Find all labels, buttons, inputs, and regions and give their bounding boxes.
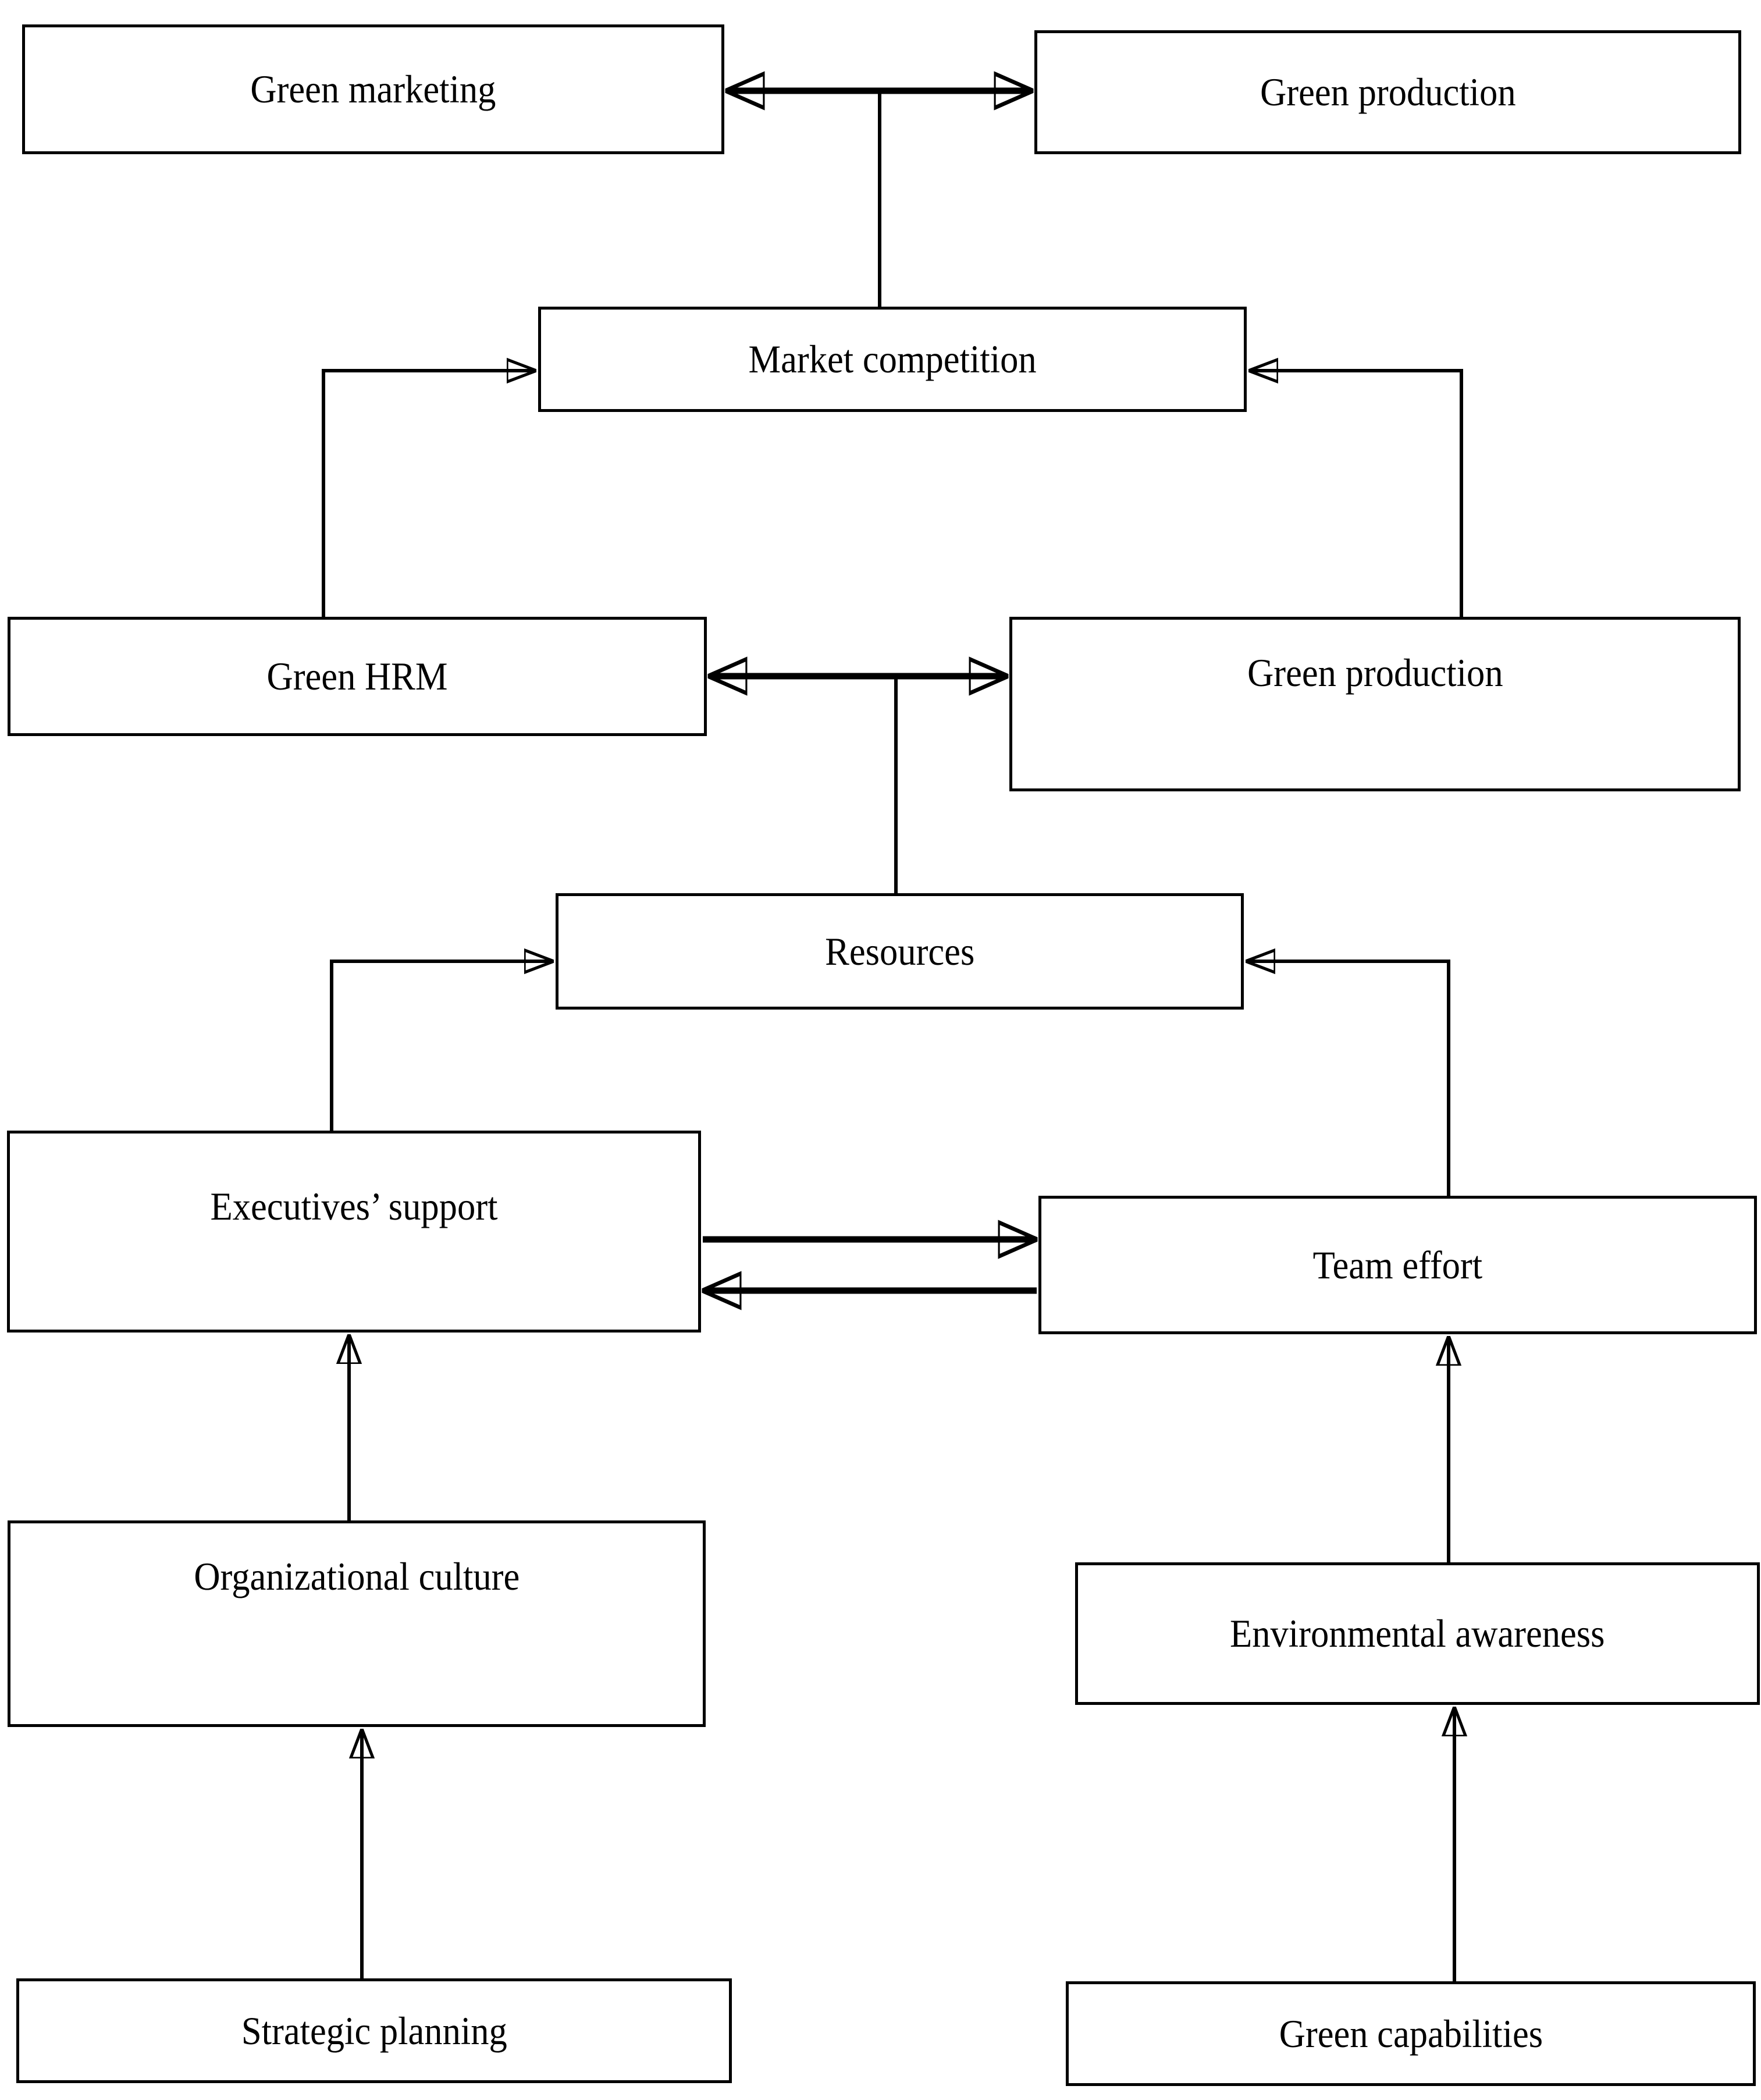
node-green-marketing[interactable]: Green marketing [22, 24, 724, 154]
node-label: Executives’ support [210, 1184, 498, 1228]
node-green-production-top[interactable]: Green production [1034, 30, 1741, 154]
node-organizational-culture[interactable]: Organizational culture [8, 1520, 706, 1727]
node-label: Green marketing [250, 67, 496, 112]
node-resources[interactable]: Resources [556, 893, 1244, 1010]
edge-hrm-to-competition [322, 371, 534, 617]
edge-production-to-competition [1251, 371, 1463, 617]
node-environmental-awareness[interactable]: Environmental awareness [1075, 1562, 1760, 1705]
node-label: Organizational culture [194, 1554, 520, 1598]
edge-executives-to-resources [330, 961, 552, 1131]
node-market-competition[interactable]: Market competition [538, 307, 1247, 412]
edge-team-effort-to-resources [1248, 961, 1450, 1196]
node-label: Green HRM [266, 654, 448, 699]
node-label: Green production [1247, 651, 1503, 695]
node-executives-support[interactable]: Executives’ support [7, 1131, 701, 1333]
node-label: Team effort [1312, 1242, 1483, 1287]
node-label: Resources [824, 929, 975, 973]
node-strategic-planning[interactable]: Strategic planning [16, 1978, 732, 2083]
node-green-production-mid[interactable]: Green production [1009, 617, 1741, 791]
node-green-capabilities[interactable]: Green capabilities [1066, 1981, 1756, 2086]
node-team-effort[interactable]: Team effort [1038, 1196, 1757, 1334]
node-label: Environmental awareness [1230, 1611, 1605, 1656]
node-green-hrm[interactable]: Green HRM [8, 617, 707, 736]
node-label: Strategic planning [241, 2008, 507, 2053]
node-label: Green production [1260, 70, 1516, 115]
node-label: Green capabilities [1279, 2011, 1543, 2056]
node-label: Market competition [748, 337, 1037, 382]
